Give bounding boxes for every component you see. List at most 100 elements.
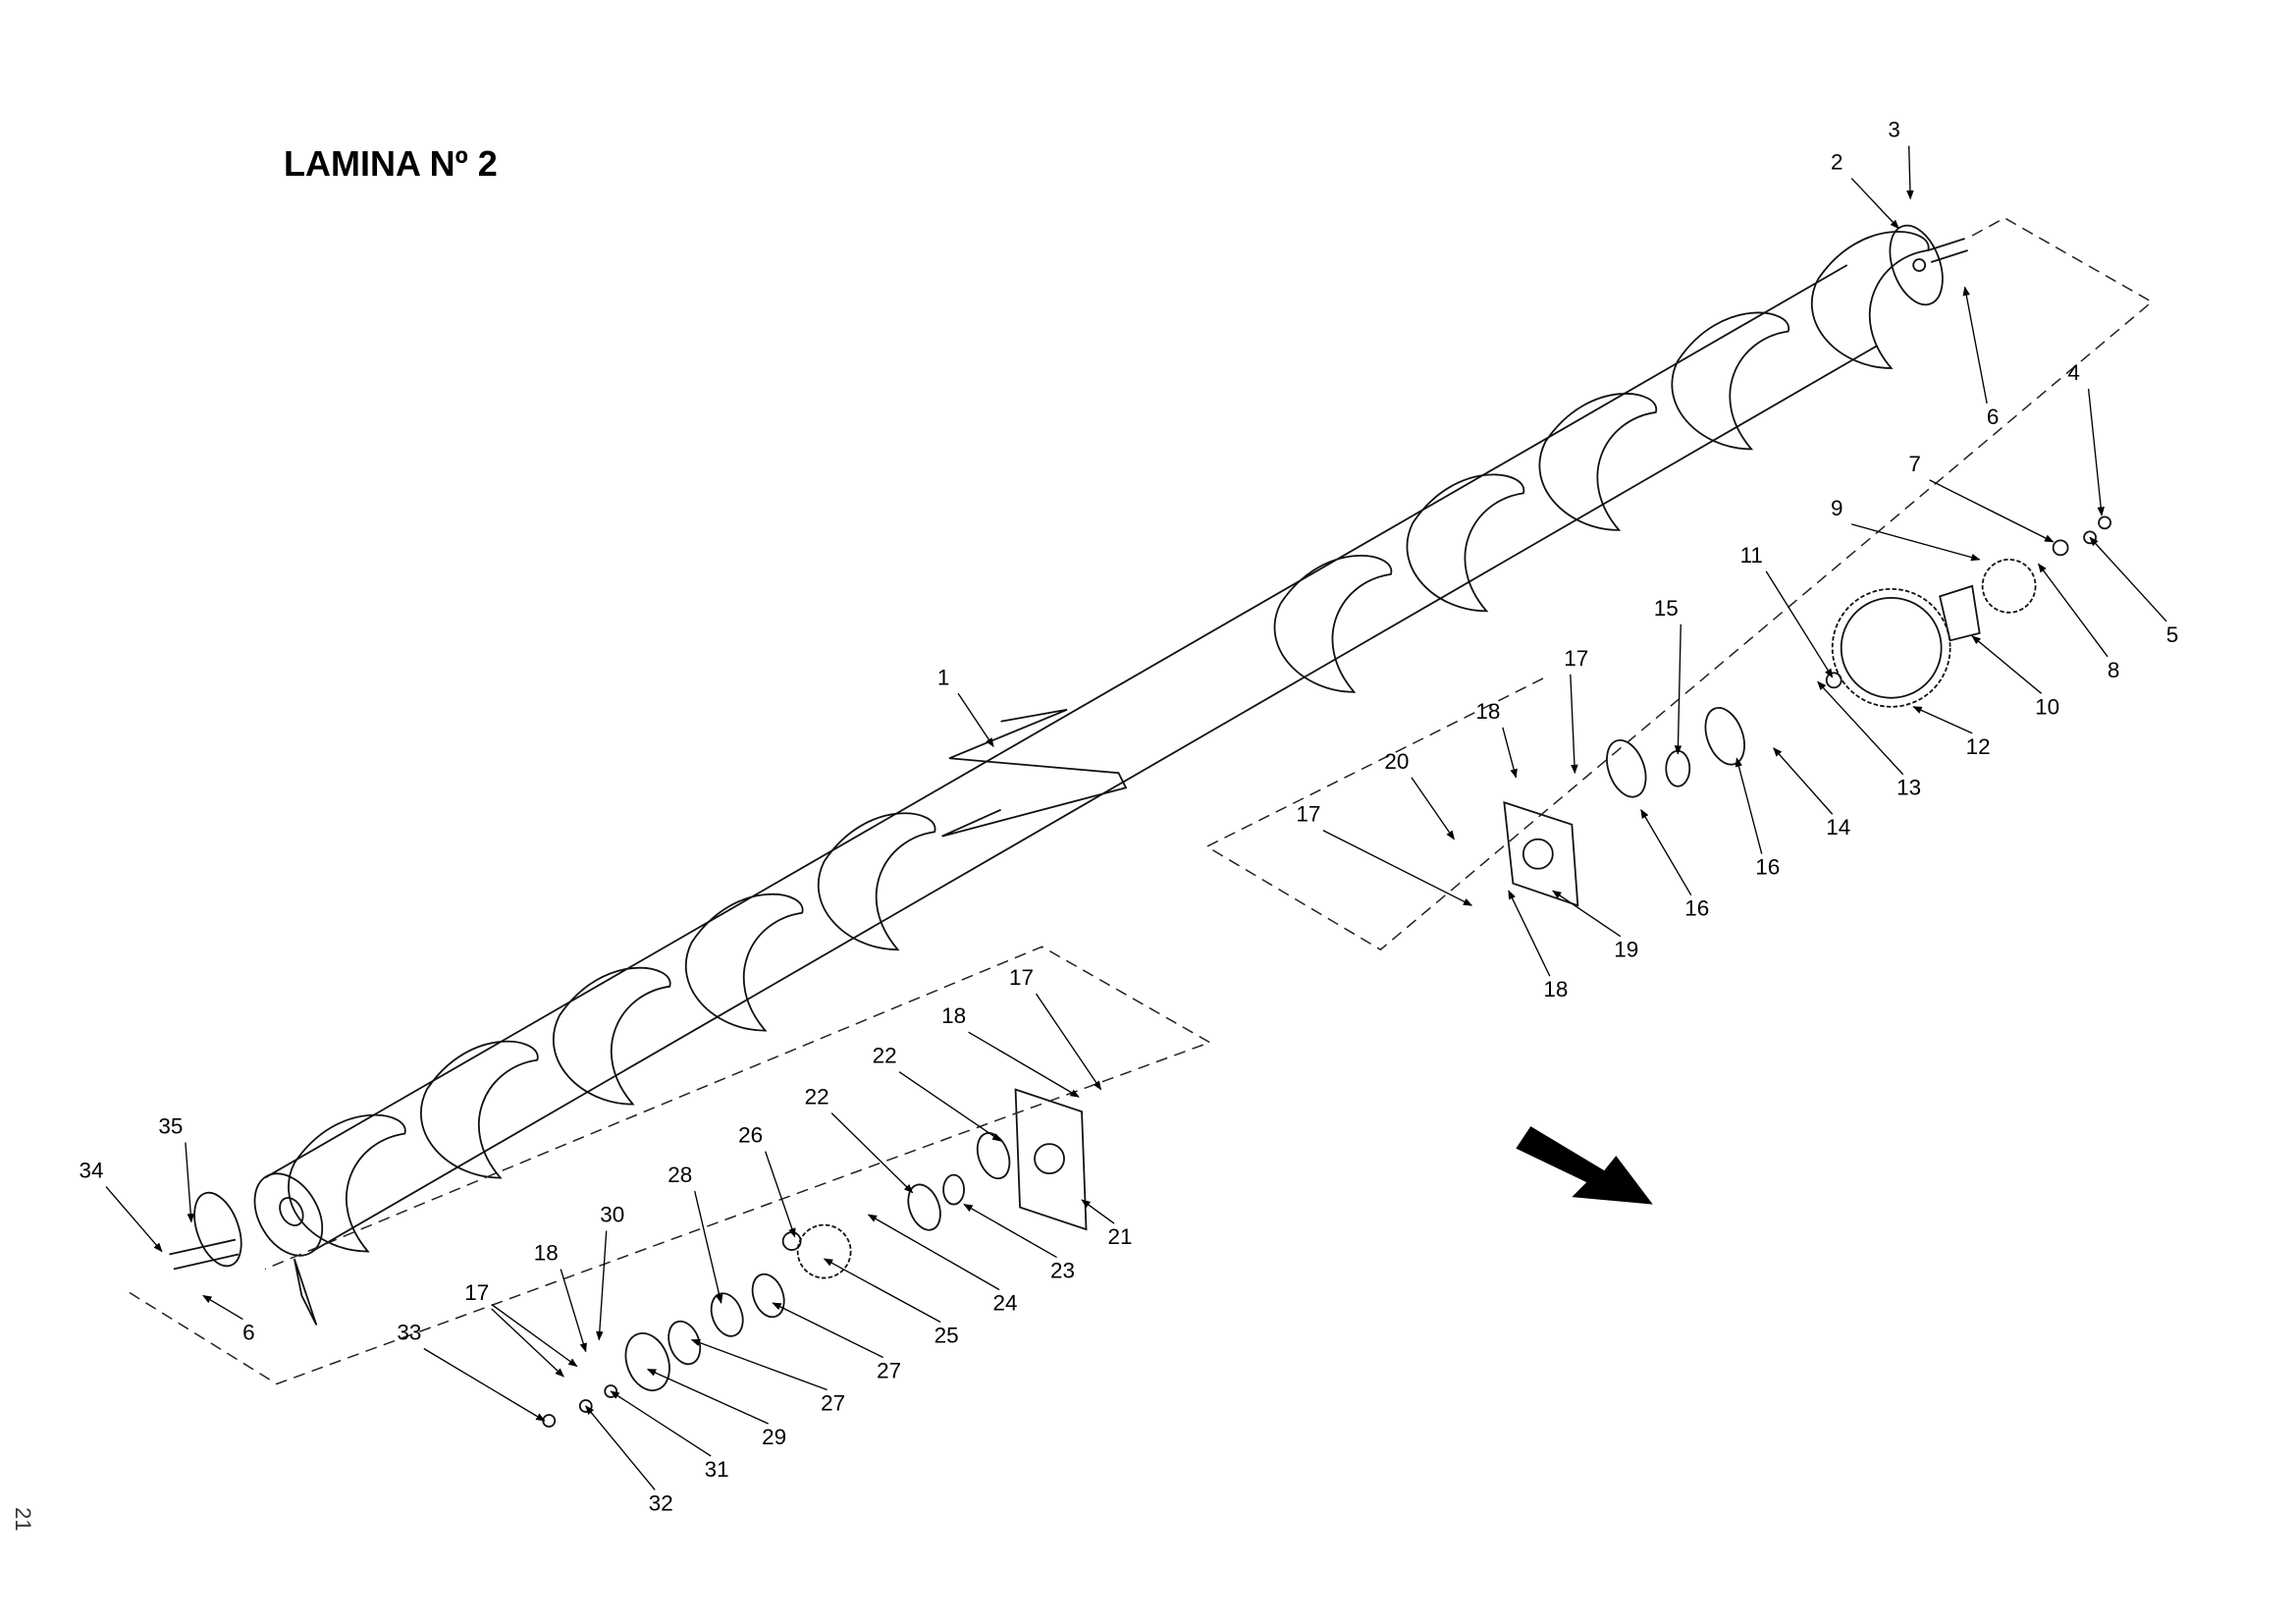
part-callout-23: 23 xyxy=(963,1203,1075,1283)
callout-number: 11 xyxy=(1740,543,1763,568)
auger-flight xyxy=(1811,231,1930,369)
part-callout-25: 25 xyxy=(823,1258,959,1348)
leader-line xyxy=(1674,623,1682,755)
leader-line xyxy=(1929,479,2055,543)
part-callout-18: 18 xyxy=(1508,890,1568,1001)
leader-line xyxy=(1081,1199,1115,1224)
callout-number: 22 xyxy=(805,1085,829,1110)
callout-number: 7 xyxy=(1908,452,1921,476)
callout-number: 16 xyxy=(1684,896,1709,921)
leader-line xyxy=(823,1258,941,1324)
drive-components xyxy=(542,515,2111,1428)
callout-number: 28 xyxy=(667,1163,692,1187)
part-callout-3: 3 xyxy=(1888,118,1914,200)
leader-line xyxy=(1411,777,1455,840)
callout-number: 18 xyxy=(1475,699,1500,724)
callout-number: 10 xyxy=(2035,694,2059,719)
leader-line xyxy=(963,1203,1057,1259)
leader-line xyxy=(2089,536,2167,623)
callout-number: 16 xyxy=(1755,855,1780,880)
leader-line xyxy=(610,1390,712,1457)
callout-number: 6 xyxy=(242,1321,255,1345)
part-callout-18: 18 xyxy=(1475,699,1518,779)
part-callout-34: 34 xyxy=(79,1159,163,1253)
callout-number: 17 xyxy=(1564,646,1588,671)
part-callout-11: 11 xyxy=(1740,543,1834,678)
part-callout-14: 14 xyxy=(1773,747,1850,839)
auger-assembly xyxy=(169,224,1968,1326)
part-callout-1: 1 xyxy=(937,665,994,748)
part-callout-8: 8 xyxy=(2038,563,2119,682)
part-callout-16: 16 xyxy=(1640,808,1709,921)
part-callout-20: 20 xyxy=(1384,749,1455,840)
leader-line xyxy=(1570,674,1578,775)
callout-number: 26 xyxy=(738,1123,763,1148)
part-callout-6: 6 xyxy=(202,1294,255,1345)
leader-line xyxy=(202,1294,243,1321)
leader-line xyxy=(1640,808,1692,896)
auger-flight xyxy=(1406,473,1525,613)
leader-line xyxy=(690,1338,828,1391)
leader-line xyxy=(830,1112,914,1194)
callout-number: 6 xyxy=(1987,405,2000,429)
callout-number: 35 xyxy=(158,1114,183,1139)
leader-line xyxy=(1906,145,1914,200)
callout-number: 17 xyxy=(1296,802,1320,827)
leader-line xyxy=(1765,570,1834,678)
callout-number: 4 xyxy=(2067,360,2080,385)
part-callout-19: 19 xyxy=(1552,890,1638,962)
auger-flight xyxy=(420,1040,539,1179)
callout-number: 29 xyxy=(762,1425,786,1449)
part-callout-4: 4 xyxy=(2067,360,2105,516)
callout-number: 13 xyxy=(1896,776,1921,800)
callout-number: 17 xyxy=(464,1280,489,1305)
callout-number: 18 xyxy=(1543,977,1568,1001)
leader-line xyxy=(2038,563,2109,658)
callout-number: 17 xyxy=(1009,965,1034,990)
part-callout-18: 18 xyxy=(534,1241,587,1353)
callout-number: 27 xyxy=(877,1359,901,1383)
callout-number: 2 xyxy=(1831,150,1843,175)
part-callout-15: 15 xyxy=(1654,596,1682,755)
part-callout-26: 26 xyxy=(738,1123,796,1238)
leader-line xyxy=(560,1269,587,1353)
part-callout-21: 21 xyxy=(1081,1199,1133,1249)
part-callout-33: 33 xyxy=(397,1321,546,1422)
part-callout-32: 32 xyxy=(585,1405,673,1515)
part-callout-17: 17 xyxy=(464,1280,564,1378)
callout-number: 5 xyxy=(2166,623,2179,647)
part-callout-29: 29 xyxy=(646,1368,786,1449)
part-callout-27: 27 xyxy=(772,1302,901,1383)
leader-line xyxy=(185,1142,195,1223)
part-callout-35: 35 xyxy=(158,1114,195,1223)
part-callout-17: 17 xyxy=(1564,646,1588,775)
leader-line xyxy=(491,1308,564,1378)
part-callout-17: 17 xyxy=(1296,802,1473,906)
callout-number: 3 xyxy=(1888,118,1900,142)
part-callout-22: 22 xyxy=(873,1044,1002,1142)
leader-line xyxy=(694,1190,723,1304)
callout-number: 23 xyxy=(1050,1259,1075,1283)
part-callout-16: 16 xyxy=(1735,757,1780,880)
leader-line xyxy=(1502,727,1518,779)
leader-line xyxy=(898,1071,1002,1142)
part-callout-18: 18 xyxy=(941,1003,1080,1098)
callout-number: 14 xyxy=(1826,815,1850,839)
auger-flight xyxy=(684,893,804,1032)
callout-number: 24 xyxy=(993,1291,1018,1316)
auger-flight xyxy=(1538,393,1658,531)
part-callout-30: 30 xyxy=(596,1203,624,1341)
dashed-boundaries xyxy=(129,217,2154,1385)
callout-number: 33 xyxy=(397,1321,421,1345)
leader-line xyxy=(105,1186,163,1253)
part-callout-10: 10 xyxy=(1971,635,2059,719)
sheet-title: LAMINA Nº 2 xyxy=(284,143,498,184)
leader-line xyxy=(1508,890,1551,977)
part-callout-2: 2 xyxy=(1831,150,1899,230)
leader-line xyxy=(1850,178,1899,230)
part-callout-9: 9 xyxy=(1831,496,1981,562)
leader-line xyxy=(765,1151,796,1238)
auger-flight xyxy=(553,966,671,1106)
callout-number: 20 xyxy=(1384,749,1409,774)
leader-line xyxy=(423,1347,546,1422)
